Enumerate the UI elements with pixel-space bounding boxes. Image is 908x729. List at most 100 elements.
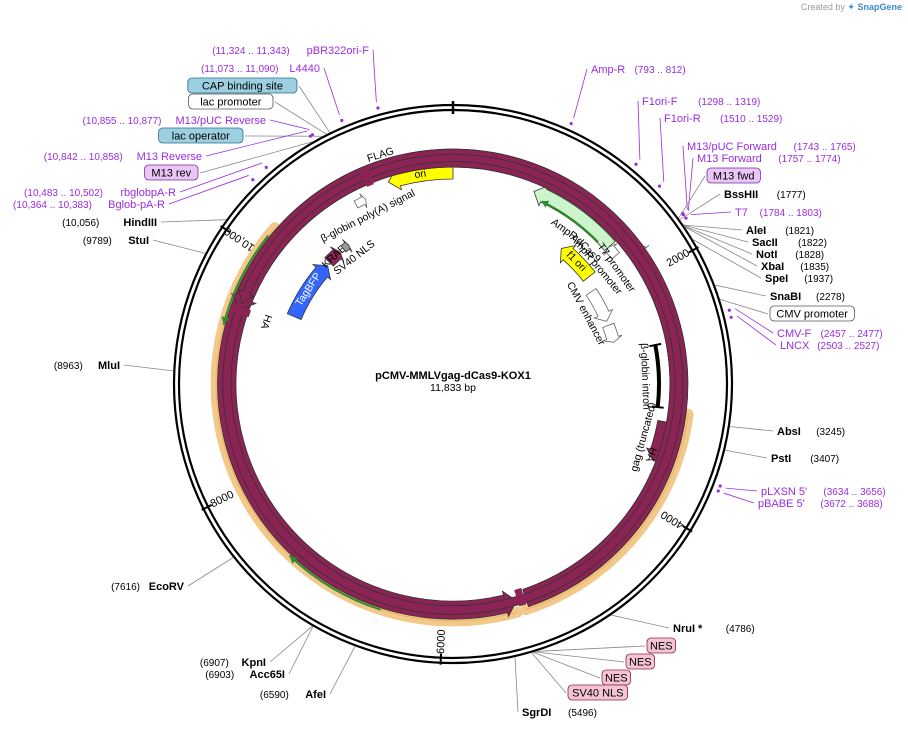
label-pos-right-26: (5496) [568,708,597,719]
label-box-right-14 [769,305,855,322]
leader-lines [123,49,777,713]
leader-right-16 [736,315,777,346]
label-box-left-2 [187,77,298,94]
leader-left-2 [298,85,331,133]
primer-site-right-1 [634,162,638,166]
leader-right-0 [573,68,588,119]
tick-label-4000: 4000 [659,508,686,531]
label-pos-right-9: (1822) [798,238,827,249]
label-name-right-20: pBABE 5' [758,498,805,510]
leader-left-7 [199,141,313,174]
label-pos-left-6: (10,842 .. 10,858) [44,152,123,163]
leader-right-22 [535,645,646,652]
leader-right-6 [679,193,721,221]
snapgene-logo-icon: ✦ [847,2,855,12]
highlight-arc-1 [210,222,523,627]
label-name-left-15: Acc65I [250,669,285,681]
leader-right-4 [687,157,694,212]
label-pos-right-1: (1298 .. 1319) [698,97,760,108]
label-right-24: NES [605,673,628,685]
primer-site-right-4 [681,213,686,217]
hatch-1-2 [515,588,524,606]
center-title: pCMV-MMLVgag-dCas9-KOX1 11,833 bp [375,370,531,394]
label-left-2: CAP binding site [202,81,283,93]
label-pos-right-3: (1743 .. 1765) [794,142,856,153]
label-name-right-9: SacII [752,237,778,249]
label-left-5: lac operator [172,131,230,143]
label-name-right-3: M13/pUC Forward [687,141,777,153]
leader-right-25 [531,652,567,694]
leader-right-1 [637,100,641,160]
label-box-right-25 [567,684,628,701]
tick-mark-8000 [201,504,213,511]
tick-label-2000: 2000 [665,247,692,269]
label-pos-left-12: (8963) [54,361,83,372]
label-pos-left-15: (6903) [205,670,234,681]
label-name-left-10: HindIII [123,217,157,229]
intron-cap-start [649,342,662,348]
annotation-labels: Amp-R(793 .. 812)F1ori-F(1298 .. 1319)F1… [13,45,886,719]
label-name-right-19: pLXSN 5' [761,486,807,498]
highlight-arc-edge-0 [525,414,689,611]
hatch-0-3 [365,168,374,186]
credit-prefix: Created by [800,2,845,12]
label-pos-right-2: (1510 .. 1529) [720,114,782,125]
leader-right-24 [532,651,601,679]
leader-right-19 [725,487,758,492]
label-name-left-14: KpnI [242,657,266,669]
tick-mark-4000 [682,525,693,533]
green-arrow-head-2 [289,555,298,564]
label-pos-left-10: (10,056) [62,218,99,229]
leader-right-26 [514,657,519,713]
primer-site-left-8 [264,165,268,169]
label-pos-right-0: (793 .. 812) [635,65,686,76]
feature-7-label: β-globin intron [638,343,653,410]
hatch-label-2: HA [258,313,274,331]
hatch-1-3 [514,589,522,607]
label-box-right-23 [625,653,656,670]
credit-brand: SnapGene [857,2,902,12]
label-right-23: NES [629,657,652,669]
primer-site-right-7 [684,216,688,220]
primer-site-right-20 [716,489,720,493]
leader-left-8 [179,162,263,193]
label-name-left-6: M13 Reverse [137,151,202,163]
label-right-25: SV40 NLS [572,688,623,700]
label-name-left-0: pBR322ori-F [307,45,370,57]
leader-right-12 [692,239,762,279]
primer-site-left-0 [376,106,380,110]
leader-right-13 [714,284,767,297]
label-name-left-8: rbglobpA-R [120,187,176,199]
label-pos-right-20: (3672 .. 3688) [820,499,882,510]
label-name-right-0: Amp-R [591,64,625,76]
feature-3-shape [559,244,596,282]
plasmid-name: pCMV-MMLVgag-dCas9-KOX1 [375,370,531,382]
leader-left-13 [187,557,234,587]
label-name-left-16: AfeI [305,689,326,701]
primer-site-left-9 [251,178,255,182]
feature-10-shape [230,148,689,608]
label-pos-right-21: (4786) [726,624,755,635]
label-name-left-12: MluI [98,360,120,372]
label-pos-right-12: (1937) [804,274,833,285]
hatch-2-0 [232,309,250,318]
leader-right-7 [690,211,732,216]
plasmid-length: 11,833 bp [430,382,476,394]
green-arrow-layer [221,200,599,611]
leader-right-21 [611,614,670,629]
label-name-right-18: PstI [771,453,791,465]
leader-left-9 [168,175,249,205]
leader-left-3 [274,101,327,135]
label-pos-right-15: (2457 .. 2477) [821,329,883,340]
leader-right-3 [682,145,688,210]
label-pos-left-4: (10,855 .. 10,877) [83,116,162,127]
label-name-left-13: EcoRV [149,581,185,593]
label-pos-left-14: (6907) [200,658,229,669]
leader-right-11 [684,226,758,267]
primer-site-left-6 [308,134,313,138]
label-right-5: M13 fwd [713,171,755,183]
leader-right-9 [683,224,749,243]
label-name-right-4: M13 Forward [697,153,762,165]
label-pos-left-13: (7616) [111,582,140,593]
